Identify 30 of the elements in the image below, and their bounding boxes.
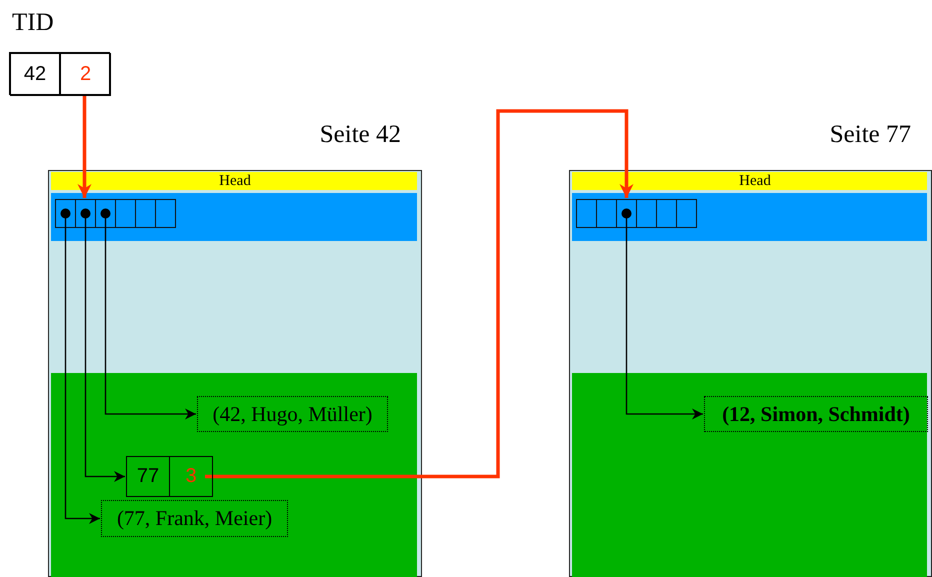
arrow xyxy=(622,208,703,420)
value-cell: 77 xyxy=(126,456,170,497)
arrow xyxy=(205,109,634,478)
slot-cell xyxy=(616,199,637,228)
arrow xyxy=(100,208,196,420)
band-label: Head xyxy=(734,172,776,190)
value-cell: 3 xyxy=(169,456,213,497)
band-label: Head xyxy=(214,172,256,190)
slot-cell xyxy=(95,199,116,228)
slot-cell xyxy=(576,199,597,228)
record-tuple: (12, Simon, Schmidt) xyxy=(704,396,928,432)
arrow xyxy=(78,95,92,198)
slot-cell xyxy=(636,199,657,228)
page-heading: Seite 42 xyxy=(320,121,401,149)
slot-cell xyxy=(656,199,677,228)
slot-cell xyxy=(676,199,697,228)
slot-cell xyxy=(155,199,176,228)
record-tuple: (42, Hugo, Müller) xyxy=(197,396,388,432)
arrow xyxy=(60,208,100,524)
value-cell: 42 xyxy=(10,53,60,96)
slot-cell xyxy=(55,199,76,228)
slot-cell xyxy=(596,199,617,228)
arrow xyxy=(80,208,125,482)
value-cell: 2 xyxy=(60,53,111,96)
record-tuple: (77, Frank, Meier) xyxy=(101,500,288,537)
page-heading: Seite 77 xyxy=(830,121,911,149)
slot-cell xyxy=(135,199,156,228)
record-heading: TID xyxy=(12,9,54,37)
slot-cell xyxy=(115,199,136,228)
slot-cell xyxy=(75,199,96,228)
